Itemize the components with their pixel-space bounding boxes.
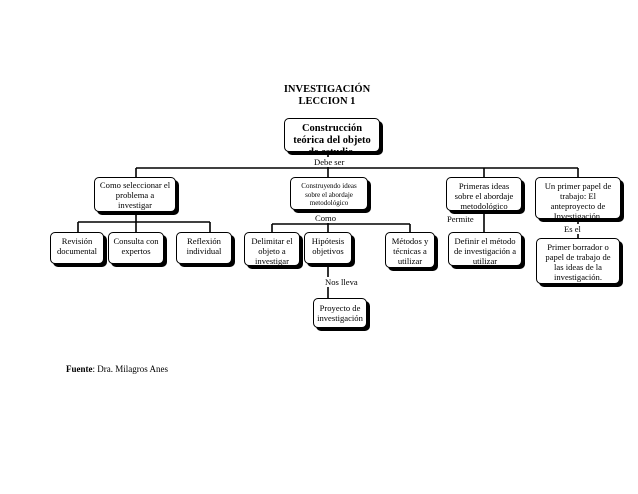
- node-proyecto-investigacion: Proyecto de investigación: [313, 298, 367, 328]
- node-primer-borrador: Primer borrador o papel de trabajo de la…: [536, 238, 620, 284]
- source-label: Fuente: [66, 364, 93, 374]
- link-label-es-el: Es el: [563, 224, 582, 234]
- link-label-permite: Permite: [446, 214, 475, 224]
- node-metodos-tecnicas: Métodos y técnicas a utilizar: [385, 232, 435, 268]
- node-reflexion-individual: Reflexión individual: [176, 232, 232, 264]
- link-label-nos-lleva: Nos lleva: [324, 277, 359, 287]
- node-primer-papel: Un primer papel de trabajo: El anteproye…: [535, 177, 621, 221]
- source-text: : Dra. Milagros Anes: [92, 364, 169, 374]
- title-line-2: LECCION 1: [298, 96, 356, 107]
- node-revision-documental: Revisión documental: [50, 232, 104, 264]
- node-hipotesis-objetivos: Hipótesis objetivos: [304, 232, 352, 264]
- node-como-seleccionar: Como seleccionar el problema a investiga…: [94, 177, 176, 212]
- node-definir-metodo: Definir el método de investigación a uti…: [448, 232, 522, 266]
- node-consulta-expertos: Consulta con expertos: [108, 232, 164, 264]
- diagram-title: INVESTIGACIÓN LECCION 1: [270, 84, 384, 108]
- node-primeras-ideas: Primeras ideas sobre el abordaje metodol…: [446, 177, 522, 211]
- source-note: Fuente: Dra. Milagros Anes: [66, 364, 168, 375]
- link-label-debe-ser: Debe ser: [313, 157, 346, 167]
- node-delimitar-objeto: Delimitar el objeto a investigar: [244, 232, 300, 266]
- link-label-como: Como: [314, 213, 338, 223]
- node-construyendo-ideas: Construyendo ideas sobre el abordaje met…: [290, 177, 368, 210]
- title-line-1: INVESTIGACIÓN: [283, 84, 371, 95]
- node-root: Construcción teórica del objeto de estud…: [284, 118, 380, 158]
